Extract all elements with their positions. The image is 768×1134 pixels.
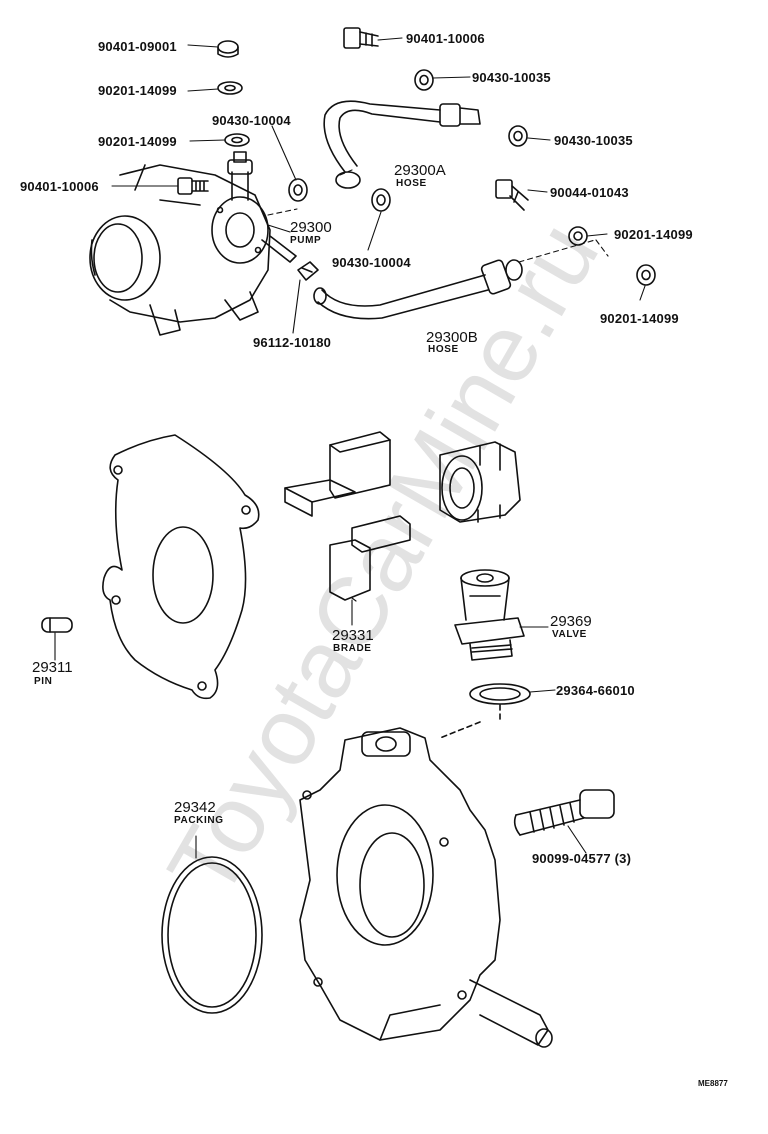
gasket-29364 <box>469 683 531 705</box>
union-bolt-left <box>177 177 209 195</box>
union-bolt-top <box>343 27 379 49</box>
label-29300A-name: HOSE <box>396 178 427 189</box>
gasket-90430-10035-a <box>414 69 434 91</box>
bolt-90099 <box>513 789 615 836</box>
label-90430-10035-a: 90430-10035 <box>472 70 551 85</box>
hose-29300B <box>313 259 523 320</box>
label-29369: 29369 <box>550 613 592 630</box>
label-29369-name: VALVE <box>552 629 587 640</box>
blade-upper <box>284 431 391 517</box>
alternator-body <box>89 164 271 336</box>
pump-housing <box>299 727 553 1048</box>
label-90099-04577: 90099-04577 (3) <box>532 851 632 866</box>
label-90201-14099-b: 90201-14099 <box>98 134 177 149</box>
label-29311: 29311 <box>32 659 73 676</box>
leader-lines <box>54 37 646 859</box>
label-29300A: 29300A <box>394 162 446 179</box>
label-90201-14099-d: 90201-14099 <box>600 311 679 326</box>
bolt-90401-09001 <box>217 40 239 58</box>
label-90044-01043: 90044-01043 <box>550 185 629 200</box>
label-29331-name: BRADE <box>333 643 372 654</box>
gasket-90430-10004-a <box>288 178 308 202</box>
label-90430-10035-b: 90430-10035 <box>554 133 633 148</box>
packing-29342 <box>161 856 263 1014</box>
gasket-90430-10004-b <box>371 188 391 212</box>
blade-lower <box>329 515 411 601</box>
label-29300: 29300 <box>290 219 332 236</box>
label-29331: 29331 <box>332 627 374 644</box>
gasket-90430-10035-b <box>508 125 528 147</box>
union-90044 <box>495 179 529 211</box>
label-29300B: 29300B <box>426 329 478 346</box>
label-90401-09001: 90401-09001 <box>98 39 177 54</box>
label-29300B-name: HOSE <box>428 344 459 355</box>
label-96112-10180: 96112-10180 <box>253 335 332 350</box>
label-29364-66010: 29364-66010 <box>556 683 635 698</box>
rotor <box>439 441 521 523</box>
hose-29300A <box>323 100 481 189</box>
label-29300-name: PUMP <box>290 235 322 246</box>
dashed-leaders <box>267 169 609 263</box>
label-90430-10004-a: 90430-10004 <box>212 113 291 128</box>
label-90430-10004-b: 90430-10004 <box>332 255 411 270</box>
leader-dash <box>439 704 501 739</box>
label-90401-10006-a: 90401-10006 <box>20 179 99 194</box>
pin-29311 <box>41 617 73 633</box>
label-90201-14099-a: 90201-14099 <box>98 83 177 98</box>
label-90401-10006-b: 90401-10006 <box>406 31 485 46</box>
label-29311-name: PIN <box>34 676 53 687</box>
valve-29369 <box>454 569 525 661</box>
label-90201-14099-c: 90201-14099 <box>614 227 693 242</box>
label-29342: 29342 <box>174 799 216 816</box>
washer-90201-right-a <box>568 226 588 246</box>
clip-96112 <box>297 261 319 281</box>
washer-90201-right-b <box>636 264 656 286</box>
vacuum-pump <box>211 151 297 264</box>
washer-90201-mid <box>224 133 250 147</box>
label-29342-name: PACKING <box>174 815 224 826</box>
pump-plate <box>102 434 260 700</box>
diagram-code: ME8877 <box>698 1079 728 1088</box>
washer-90201-top <box>217 81 243 95</box>
